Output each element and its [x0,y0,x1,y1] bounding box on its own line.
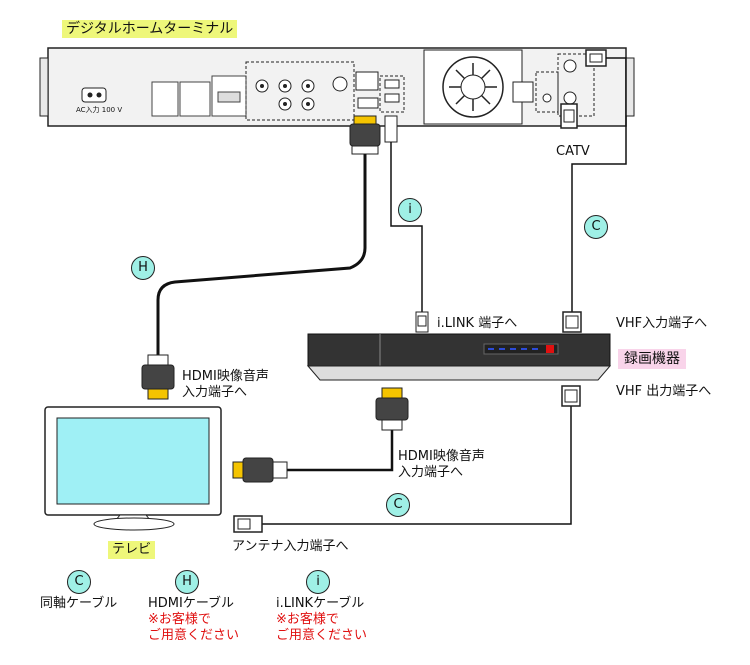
hdmi-badge: H [131,256,155,280]
vhf-out-label: VHF 出力端子へ [616,384,712,399]
recorder-hdmi-plug [375,387,409,431]
legend-ilink-note-1: ※お客様で [276,612,339,627]
terminal-ilink-plug [384,115,398,143]
recorder-label: 録画機器 [618,349,686,369]
tv-device [44,406,222,531]
tv-label: テレビ [108,541,156,559]
hdmi-rec-label-2: 入力端子へ [398,465,464,480]
ilink-port-label: i.LINK 端子へ [437,316,518,331]
recorder-ilink-plug [415,311,429,333]
legend-badge-ilink: i [306,570,330,594]
ilink-badge: i [398,198,422,222]
antenna-in-label: アンテナ入力端子へ [232,539,349,554]
hdmi-tv-label-2: 入力端子へ [182,385,248,400]
digital-home-terminal [39,47,635,127]
legend-hdmi-label: HDMIケーブル [148,596,235,611]
tv-side-hdmi-plug [232,457,288,483]
legend-ilink-note-2: ご用意ください [276,628,368,643]
legend-badge-coax: C [67,570,91,594]
hdmi-rec-label-1: HDMI映像音声 [398,449,485,464]
cables [156,57,627,525]
legend-hdmi-note-1: ※お客様で [148,612,211,627]
terminal-vhf-out-connector [585,49,607,67]
legend-ilink-label: i.LINKケーブル [276,596,365,611]
recorder-vhf-in-connector [562,311,582,333]
catv-connector [560,103,578,129]
legend-badge-hdmi: H [175,570,199,594]
legend-hdmi-note-2: ご用意ください [148,628,240,643]
coax-badge-bottom: C [386,493,410,517]
coax-badge-top: C [584,215,608,239]
tv-hdmi-plug [141,354,175,400]
terminal-hdmi-plug [349,115,381,155]
hdmi-tv-label-1: HDMI映像音声 [182,369,269,384]
ac-input-label: AC入力 100 V [76,106,123,114]
vhf-in-label: VHF入力端子へ [616,316,708,331]
recorder-device [306,333,612,381]
catv-label: CATV [556,144,590,159]
tv-antenna-plug [233,515,263,533]
page-title: デジタルホームターミナル [62,20,238,38]
legend-coax-label: 同軸ケーブル [40,596,118,611]
recorder-vhf-out-connector [561,385,581,407]
